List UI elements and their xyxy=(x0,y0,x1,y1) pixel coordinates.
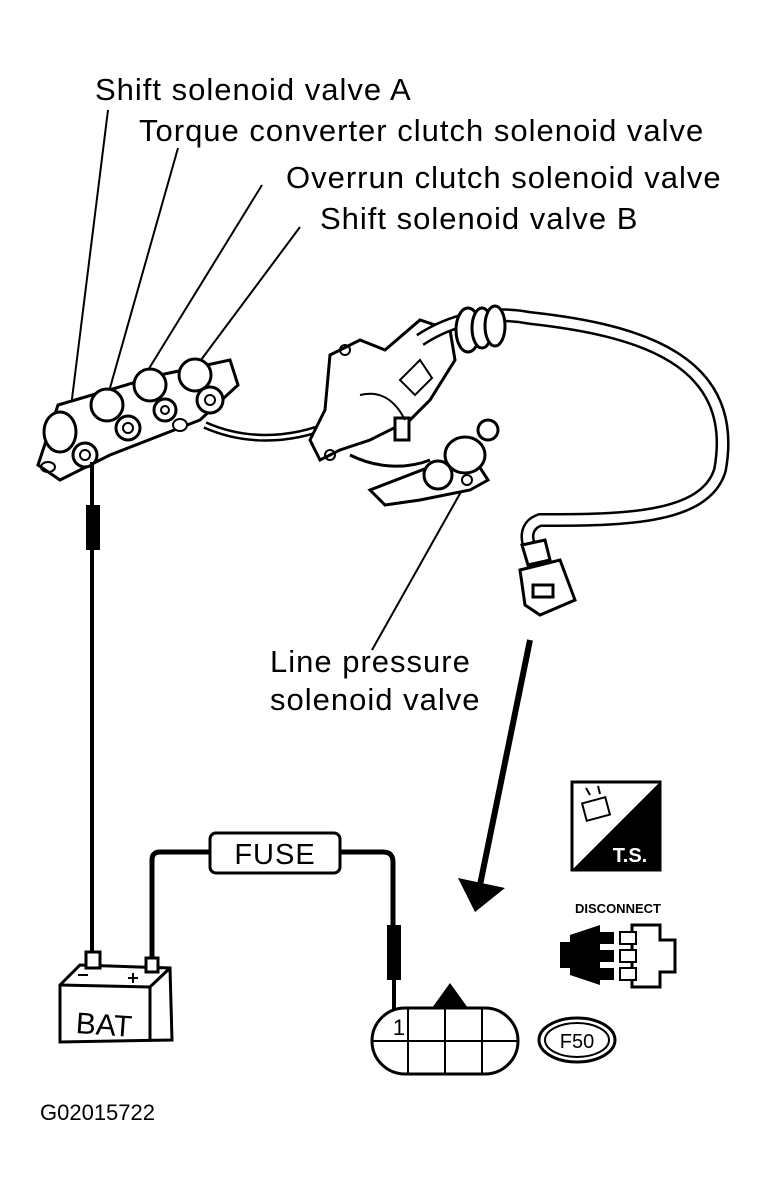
battery xyxy=(58,950,174,1044)
connector-id-badge xyxy=(537,1016,617,1064)
leader-shift-a xyxy=(69,109,109,416)
fuse xyxy=(208,831,342,875)
leader-shift-b xyxy=(194,226,301,369)
pointer-arrow-head xyxy=(458,878,505,912)
figure-id: G02015722 xyxy=(40,1100,155,1125)
fuse-label: FUSE xyxy=(234,839,315,871)
connector-key xyxy=(432,983,468,1008)
solenoid-b xyxy=(177,357,213,393)
label-shift-solenoid-a: Shift solenoid valve A xyxy=(95,72,412,107)
wire-fuse-to-connector xyxy=(340,849,396,925)
solenoid-tcc xyxy=(89,387,125,423)
leader-tcc xyxy=(107,147,179,396)
solenoid-overrun xyxy=(132,367,168,403)
harness-connector xyxy=(518,538,577,617)
label-overrun-clutch-solenoid: Overrun clutch solenoid valve xyxy=(286,160,722,195)
leader-overrun xyxy=(144,184,263,376)
disconnect-icon xyxy=(560,923,677,989)
label-line-pressure-2: solenoid valve xyxy=(270,682,481,717)
connector-face xyxy=(370,1006,520,1076)
label-shift-solenoid-b: Shift solenoid valve B xyxy=(320,201,639,236)
disconnect-label: DISCONNECT xyxy=(575,901,661,916)
solenoid-a xyxy=(42,410,78,454)
wire-battery-to-fuse xyxy=(149,849,210,965)
grommet xyxy=(454,304,507,354)
terminal-number: 1 xyxy=(393,1015,405,1040)
connector-id-label: F50 xyxy=(560,1031,594,1053)
pointer-arrow-shaft xyxy=(477,639,533,886)
ts-label: T.S. xyxy=(613,845,647,867)
label-tcc-solenoid: Torque converter clutch solenoid valve xyxy=(139,113,705,148)
harness-connector-icon xyxy=(570,780,662,872)
leader-line-pressure xyxy=(371,489,463,651)
battery-label: BAT xyxy=(75,1007,133,1044)
label-line-pressure-1: Line pressure xyxy=(270,644,471,679)
harness-cluster xyxy=(308,318,457,463)
